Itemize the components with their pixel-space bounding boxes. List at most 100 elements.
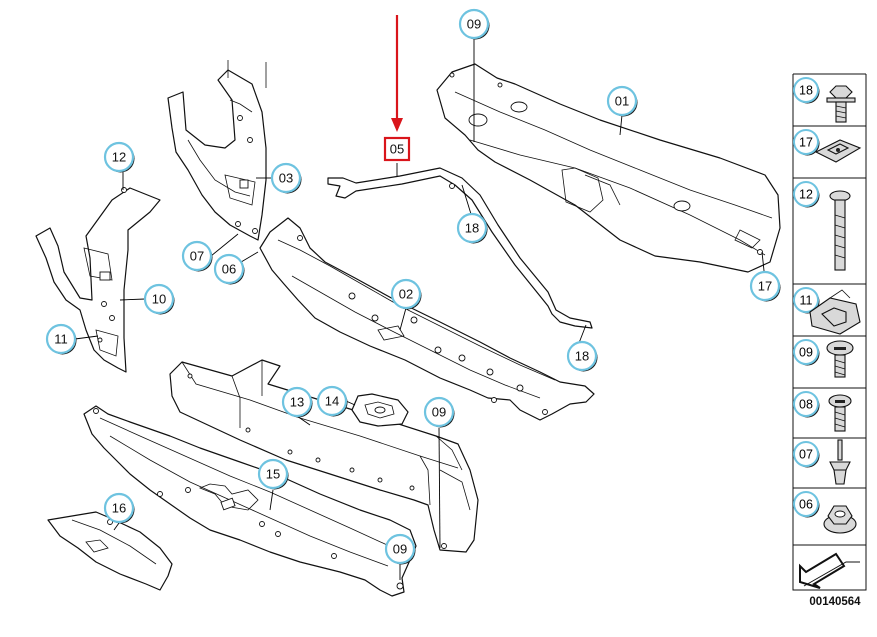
highlight-box bbox=[383, 136, 411, 162]
callout-ring bbox=[45, 323, 77, 355]
callout-ring bbox=[458, 8, 490, 40]
callout-ring bbox=[213, 253, 245, 285]
part-16-small-panel bbox=[47, 511, 173, 591]
legend-label: 11 bbox=[800, 294, 813, 308]
legend-label: 08 bbox=[799, 398, 813, 412]
legend-row-12: 12 bbox=[793, 177, 866, 208]
legend-callout-ring bbox=[793, 181, 819, 207]
long-screw-icon bbox=[829, 190, 851, 271]
callout-label: 18 bbox=[575, 349, 589, 364]
callout-c05: 05 bbox=[383, 136, 411, 162]
callout-c10: 10 bbox=[143, 283, 175, 315]
spring-nut-icon bbox=[809, 289, 861, 335]
callout-layer: 09 01 05 12 03 18 07 06 17 02 10 11 18 13 14 09 15 16 09 bbox=[45, 8, 781, 565]
callout-ring bbox=[103, 141, 135, 173]
callout-c06-left: 06 bbox=[213, 253, 245, 285]
callout-label: 12 bbox=[112, 150, 126, 165]
callout-ring bbox=[257, 458, 289, 490]
legend-row-18: 18 bbox=[793, 73, 866, 104]
callout-ring bbox=[384, 533, 416, 565]
callout-c17-main: 17 bbox=[749, 270, 781, 302]
diagram-id-label: 00140564 bbox=[809, 596, 861, 608]
callout-label: 18 bbox=[465, 221, 479, 236]
hex-flange-bolt-icon bbox=[826, 85, 856, 123]
legend-callout-ring bbox=[793, 491, 819, 517]
callout-ring bbox=[181, 240, 213, 272]
clip-plate-icon bbox=[814, 139, 862, 163]
pan-head-screw-icon bbox=[826, 340, 854, 378]
legend-row-06: 06 bbox=[793, 487, 866, 518]
callout-ring bbox=[566, 340, 598, 372]
legend-callout-ring bbox=[793, 441, 819, 467]
callout-label: 11 bbox=[54, 332, 68, 347]
legend-callout-ring bbox=[793, 77, 819, 103]
callout-ring bbox=[143, 283, 175, 315]
callout-c13: 13 bbox=[281, 386, 313, 418]
callout-c12-left: 12 bbox=[103, 141, 135, 173]
callout-ring bbox=[316, 385, 348, 417]
callout-c18-low: 18 bbox=[566, 340, 598, 372]
callout-c18-mid: 18 bbox=[456, 212, 488, 244]
callout-label: 02 bbox=[399, 287, 413, 302]
callout-c09-top: 09 bbox=[458, 8, 490, 40]
callout-label: 17 bbox=[758, 279, 772, 294]
legend-label: 18 bbox=[799, 84, 813, 98]
callout-label: 15 bbox=[266, 467, 280, 482]
callout-c02: 02 bbox=[390, 278, 422, 310]
callout-c09-mid: 09 bbox=[423, 396, 455, 428]
part-15-underbody-panel bbox=[83, 405, 417, 597]
callout-label: 09 bbox=[467, 17, 481, 32]
legend-callout-ring bbox=[793, 391, 819, 417]
callout-c07-left: 07 bbox=[181, 240, 213, 272]
callout-c01: 01 bbox=[606, 85, 638, 117]
callout-label: 16 bbox=[112, 501, 126, 516]
callout-label: 03 bbox=[279, 171, 293, 186]
callout-ring bbox=[749, 270, 781, 302]
legend-row-17: 17 bbox=[793, 125, 866, 156]
part-01-heat-shield bbox=[436, 63, 781, 273]
callout-c15: 15 bbox=[257, 458, 289, 490]
callout-ring bbox=[103, 492, 135, 524]
leader-lines bbox=[74, 38, 766, 580]
legend-row-08: 08 bbox=[793, 387, 866, 418]
part-05-strut bbox=[327, 167, 593, 329]
callout-label: 14 bbox=[325, 394, 339, 409]
part-03-bracket bbox=[167, 60, 267, 241]
callout-label: 01 bbox=[615, 94, 629, 109]
callout-c11-left: 11 bbox=[45, 323, 77, 355]
legend-callout-ring bbox=[793, 339, 819, 365]
callout-label: 10 bbox=[152, 292, 166, 307]
hex-head-screw-icon bbox=[828, 394, 852, 432]
callout-label: 13 bbox=[290, 395, 304, 410]
callout-c14: 14 bbox=[316, 385, 348, 417]
hex-flange-nut-icon bbox=[823, 505, 857, 534]
callout-ring bbox=[390, 278, 422, 310]
legend-row-07: 07 bbox=[793, 437, 866, 468]
callout-label: 06 bbox=[222, 262, 236, 277]
callout-label: 09 bbox=[393, 542, 407, 557]
legend-label: 07 bbox=[799, 448, 813, 462]
legend-label: 12 bbox=[799, 188, 813, 202]
callout-label: 09 bbox=[432, 405, 446, 420]
callout-label: 07 bbox=[190, 249, 204, 264]
legend-callout-ring bbox=[793, 129, 819, 155]
callout-c09-bottom: 09 bbox=[384, 533, 416, 565]
legend-label: 06 bbox=[799, 498, 813, 512]
part-14-plate bbox=[351, 393, 409, 427]
callout-c16: 16 bbox=[103, 492, 135, 524]
highlight-arrow bbox=[391, 15, 403, 132]
expanding-rivet-icon bbox=[829, 439, 851, 485]
callout-ring bbox=[606, 85, 638, 117]
callout-label: 05 bbox=[390, 142, 404, 157]
legend-row-11: 11 bbox=[793, 283, 866, 314]
legend-label: 09 bbox=[799, 346, 813, 360]
legend-label: 17 bbox=[799, 136, 813, 150]
direction-arrow-box bbox=[792, 544, 867, 591]
callout-ring bbox=[281, 386, 313, 418]
part-10-left-bracket bbox=[35, 187, 161, 373]
part-02-upper-crossmember bbox=[259, 217, 595, 421]
legend-callout-ring bbox=[793, 287, 819, 313]
callout-c03: 03 bbox=[270, 162, 302, 194]
callout-ring bbox=[423, 396, 455, 428]
